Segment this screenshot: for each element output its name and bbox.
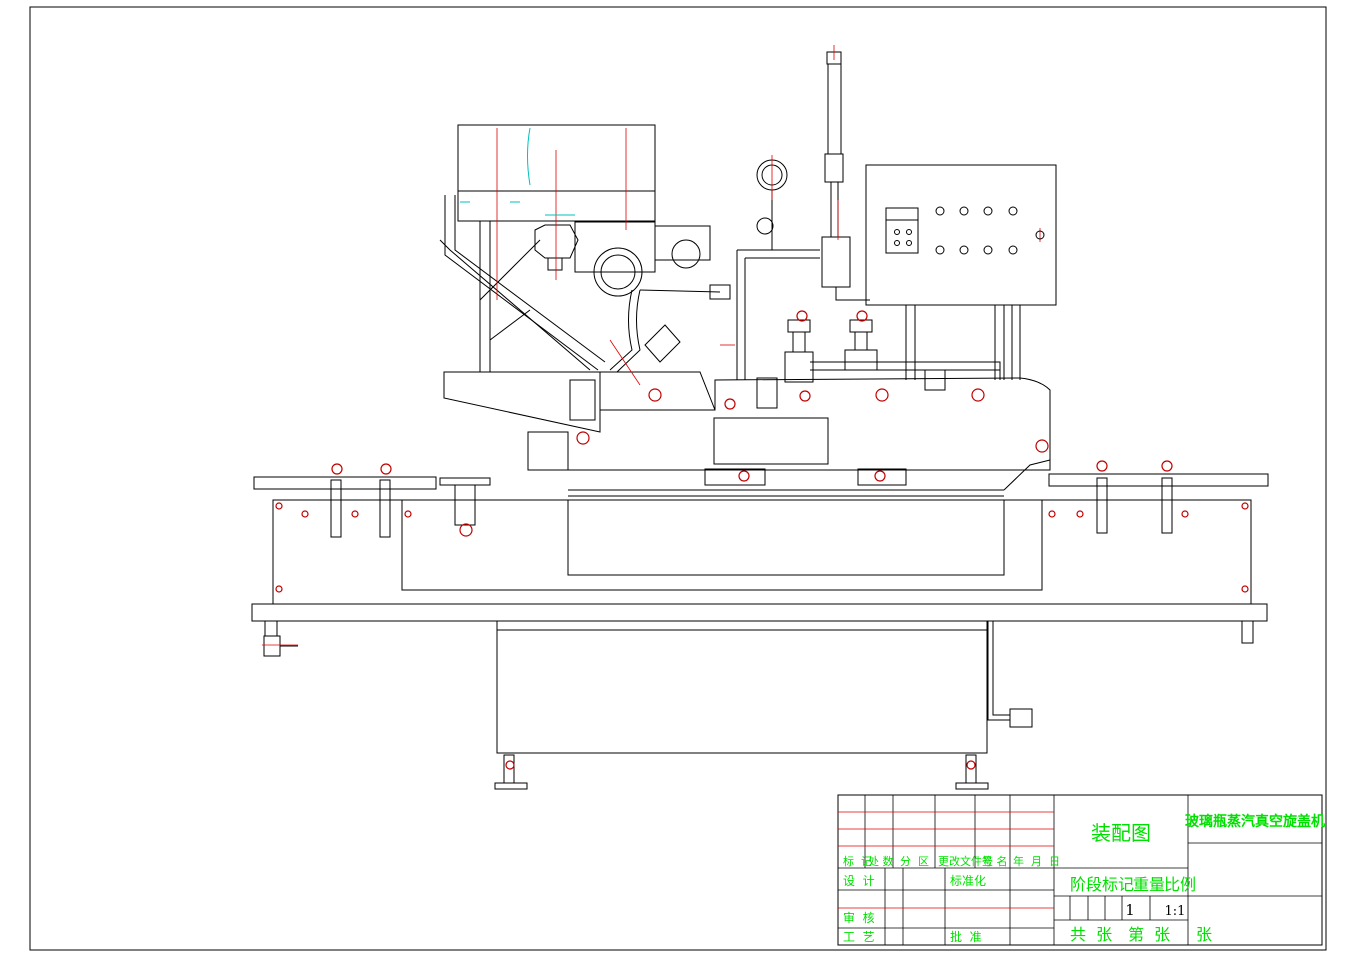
sheets-total: 共 张: [1070, 925, 1112, 944]
rev-col-sign: 签 名: [982, 854, 1008, 868]
accent-lines: [460, 127, 575, 216]
quantity-value: 1: [1125, 901, 1135, 919]
motor: [574, 221, 656, 273]
conveyor-housing: [567, 499, 1005, 576]
scale-header: 比例: [1164, 875, 1196, 894]
rev-col-date: 年 月 日: [1013, 854, 1060, 868]
sheet-number: 第 张: [1128, 925, 1170, 944]
center-lines: [262, 45, 1041, 646]
base-plate: [251, 603, 1268, 622]
scale-value: 1:1: [1165, 904, 1186, 919]
approve-label: 批 准: [950, 929, 982, 944]
steam-hose: [827, 63, 842, 155]
rev-col-docno: 更改文件号: [938, 854, 993, 868]
rev-col-mark: 标 记: [843, 854, 872, 868]
rev-col-count: 处 数: [868, 855, 894, 868]
cap-chute: [444, 195, 599, 371]
cap-hopper: [457, 124, 656, 192]
machine-assembly: [251, 51, 1269, 790]
drawing-frame: [29, 6, 1327, 951]
sheets-word: 张: [1196, 925, 1212, 944]
cap-chute-base: [443, 371, 601, 433]
lower-cabinet: [496, 620, 988, 754]
control-box: [865, 164, 1057, 306]
weight-header: 重量: [1133, 875, 1165, 894]
infeed-rail: [253, 476, 437, 490]
stage-header: 阶段标记: [1070, 875, 1134, 894]
rev-col-zone: 分 区: [900, 855, 929, 868]
title-block: 装配图 玻璃瓶蒸汽真空旋盖机 阶段标记 重量 比例 1 1:1 共 张 第 张 …: [837, 794, 1325, 946]
design-label: 设 计: [843, 874, 875, 888]
process-label: 工 艺: [843, 930, 875, 944]
capping-body: [528, 377, 1051, 471]
product-name-label: 玻璃瓶蒸汽真空旋盖机: [1185, 813, 1325, 830]
review-label: 审 核: [843, 910, 875, 925]
adjust-knobs: [275, 310, 1249, 770]
capping-head-1: [784, 351, 814, 383]
main-frame: [272, 499, 1252, 605]
control-buttons: [894, 206, 1045, 255]
standardize-label: 标准化: [950, 874, 986, 888]
capping-head-2: [844, 349, 878, 371]
control-panel: [885, 207, 919, 254]
outfeed-rail: [1048, 473, 1269, 487]
drawing-type-label: 装配图: [1091, 821, 1151, 845]
steam-separator: [821, 236, 851, 288]
